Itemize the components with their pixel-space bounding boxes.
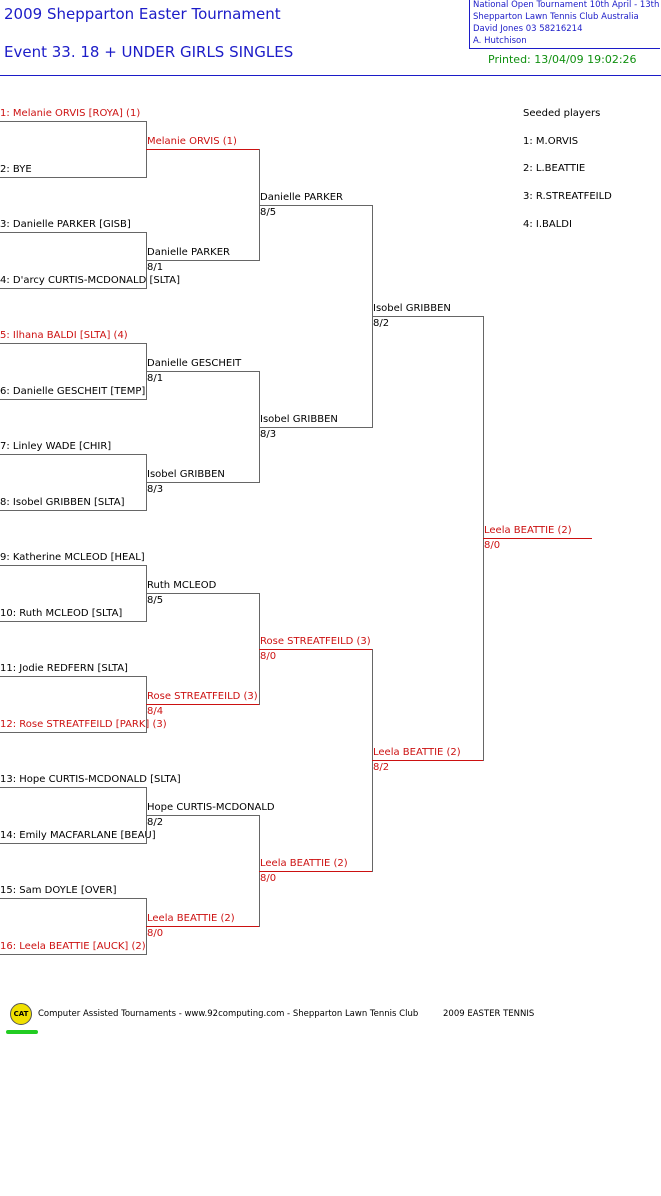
match-score: 8/0 bbox=[147, 928, 164, 939]
winner-name: Danielle PARKER bbox=[260, 192, 343, 203]
winner-name: Leela BEATTIE (2) bbox=[260, 858, 348, 869]
winner-name: Leela BEATTIE (2) bbox=[147, 913, 235, 924]
info-line: A. Hutchison bbox=[473, 36, 527, 46]
draw-entry-line bbox=[0, 121, 146, 122]
draw-entry-label: 13: Hope CURTIS-MCDONALD [SLTA] bbox=[0, 774, 181, 785]
winner-line bbox=[259, 649, 372, 650]
winner-line bbox=[372, 316, 483, 317]
draw-entry-label: 3: Danielle PARKER [GISB] bbox=[0, 219, 131, 230]
winner-line bbox=[372, 760, 483, 761]
header-divider bbox=[0, 75, 661, 76]
match-score: 8/3 bbox=[260, 429, 277, 440]
draw-entry-line bbox=[0, 954, 146, 955]
tournament-title: 2009 Shepparton Easter Tournament bbox=[4, 5, 281, 23]
match-score: 8/0 bbox=[484, 540, 501, 551]
seed-item: 4: I.BALDI bbox=[523, 219, 572, 230]
seed-item: 2: L.BEATTIE bbox=[523, 163, 586, 174]
match-score: 8/5 bbox=[147, 595, 164, 606]
draw-entry-line bbox=[0, 177, 146, 178]
draw-entry-line bbox=[0, 898, 146, 899]
draw-entry-line bbox=[0, 732, 146, 733]
match-score: 8/4 bbox=[147, 706, 164, 717]
draw-entry-line bbox=[0, 787, 146, 788]
draw-entry-line bbox=[0, 343, 146, 344]
draw-entry-label: 16: Leela BEATTIE [AUCK] (2) bbox=[0, 941, 146, 952]
printed-timestamp: Printed: 13/04/09 19:02:26 bbox=[488, 53, 637, 66]
seed-item: 1: M.ORVIS bbox=[523, 136, 579, 147]
draw-entry-label: 8: Isobel GRIBBEN [SLTA] bbox=[0, 497, 125, 508]
draw-entry-label: 4: D'arcy CURTIS-MCDONALD [SLTA] bbox=[0, 275, 180, 286]
draw-entry-label: 6: Danielle GESCHEIT [TEMP] bbox=[0, 386, 146, 397]
tournament-info-box: National Open Tournament 10th April - 13… bbox=[469, 0, 660, 49]
seeded-players-title: Seeded players bbox=[523, 108, 601, 119]
winner-name: Ruth MCLEOD bbox=[147, 580, 217, 591]
cat-logo-icon: CAT bbox=[10, 1003, 32, 1025]
footer-event: 2009 EASTER TENNIS bbox=[443, 1009, 535, 1019]
winner-line bbox=[146, 926, 259, 927]
winner-line bbox=[259, 427, 372, 428]
draw-entry-line bbox=[0, 676, 146, 677]
match-score: 8/0 bbox=[260, 873, 277, 884]
seed-item: 3: R.STREATFEILD bbox=[523, 191, 612, 202]
logo-underline bbox=[6, 1030, 38, 1034]
match-score: 8/1 bbox=[147, 373, 164, 384]
winner-line bbox=[146, 371, 259, 372]
winner-line bbox=[146, 704, 259, 705]
draw-entry-label: 12: Rose STREATFEILD [PARK] (3) bbox=[0, 719, 167, 730]
info-line: David Jones 03 58216214 bbox=[473, 24, 583, 34]
footer-credit: Computer Assisted Tournaments - www.92co… bbox=[38, 1009, 419, 1019]
winner-name: Melanie ORVIS (1) bbox=[147, 136, 237, 147]
draw-entry-line bbox=[0, 232, 146, 233]
winner-name: Isobel GRIBBEN bbox=[373, 303, 451, 314]
draw-entry-label: 7: Linley WADE [CHIR] bbox=[0, 441, 112, 452]
winner-name: Danielle PARKER bbox=[147, 247, 230, 258]
draw-entry-label: 2: BYE bbox=[0, 164, 32, 175]
draw-entry-label: 10: Ruth MCLEOD [SLTA] bbox=[0, 608, 123, 619]
draw-entry-label: 11: Jodie REDFERN [SLTA] bbox=[0, 663, 128, 674]
draw-entry-line bbox=[0, 454, 146, 455]
winner-name: Leela BEATTIE (2) bbox=[484, 525, 572, 536]
draw-entry-label: 1: Melanie ORVIS [ROYA] (1) bbox=[0, 108, 141, 119]
draw-entry-line bbox=[0, 565, 146, 566]
draw-entry-line bbox=[0, 288, 146, 289]
match-score: 8/5 bbox=[260, 207, 277, 218]
winner-line bbox=[146, 482, 259, 483]
winner-line bbox=[483, 538, 592, 539]
winner-line bbox=[146, 260, 259, 261]
event-title: Event 33. 18 + UNDER GIRLS SINGLES bbox=[4, 43, 294, 61]
match-score: 8/2 bbox=[373, 318, 390, 329]
draw-entry-line bbox=[0, 399, 146, 400]
winner-name: Danielle GESCHEIT bbox=[147, 358, 242, 369]
draw-entry-label: 15: Sam DOYLE [OVER] bbox=[0, 885, 117, 896]
draw-entry-label: 5: Ilhana BALDI [SLTA] (4) bbox=[0, 330, 128, 341]
match-score: 8/0 bbox=[260, 651, 277, 662]
winner-line bbox=[146, 149, 259, 150]
draw-entry-label: 9: Katherine MCLEOD [HEAL] bbox=[0, 552, 145, 563]
winner-name: Hope CURTIS-MCDONALD bbox=[147, 802, 275, 813]
winner-name: Rose STREATFEILD (3) bbox=[260, 636, 371, 647]
winner-name: Rose STREATFEILD (3) bbox=[147, 691, 258, 702]
match-score: 8/1 bbox=[147, 262, 164, 273]
draw-entry-line bbox=[0, 843, 146, 844]
match-score: 8/3 bbox=[147, 484, 164, 495]
winner-line bbox=[146, 815, 259, 816]
draw-entry-line bbox=[0, 621, 146, 622]
winner-name: Leela BEATTIE (2) bbox=[373, 747, 461, 758]
info-line: National Open Tournament 10th April - 13… bbox=[473, 0, 660, 10]
draw-entry-label: 14: Emily MACFARLANE [BEAU] bbox=[0, 830, 156, 841]
winner-line bbox=[259, 205, 372, 206]
draw-entry-line bbox=[0, 510, 146, 511]
winner-line bbox=[146, 593, 259, 594]
match-score: 8/2 bbox=[373, 762, 390, 773]
winner-line bbox=[259, 871, 372, 872]
winner-name: Isobel GRIBBEN bbox=[147, 469, 225, 480]
winner-name: Isobel GRIBBEN bbox=[260, 414, 338, 425]
match-score: 8/2 bbox=[147, 817, 164, 828]
info-line: Shepparton Lawn Tennis Club Australia bbox=[473, 12, 639, 22]
